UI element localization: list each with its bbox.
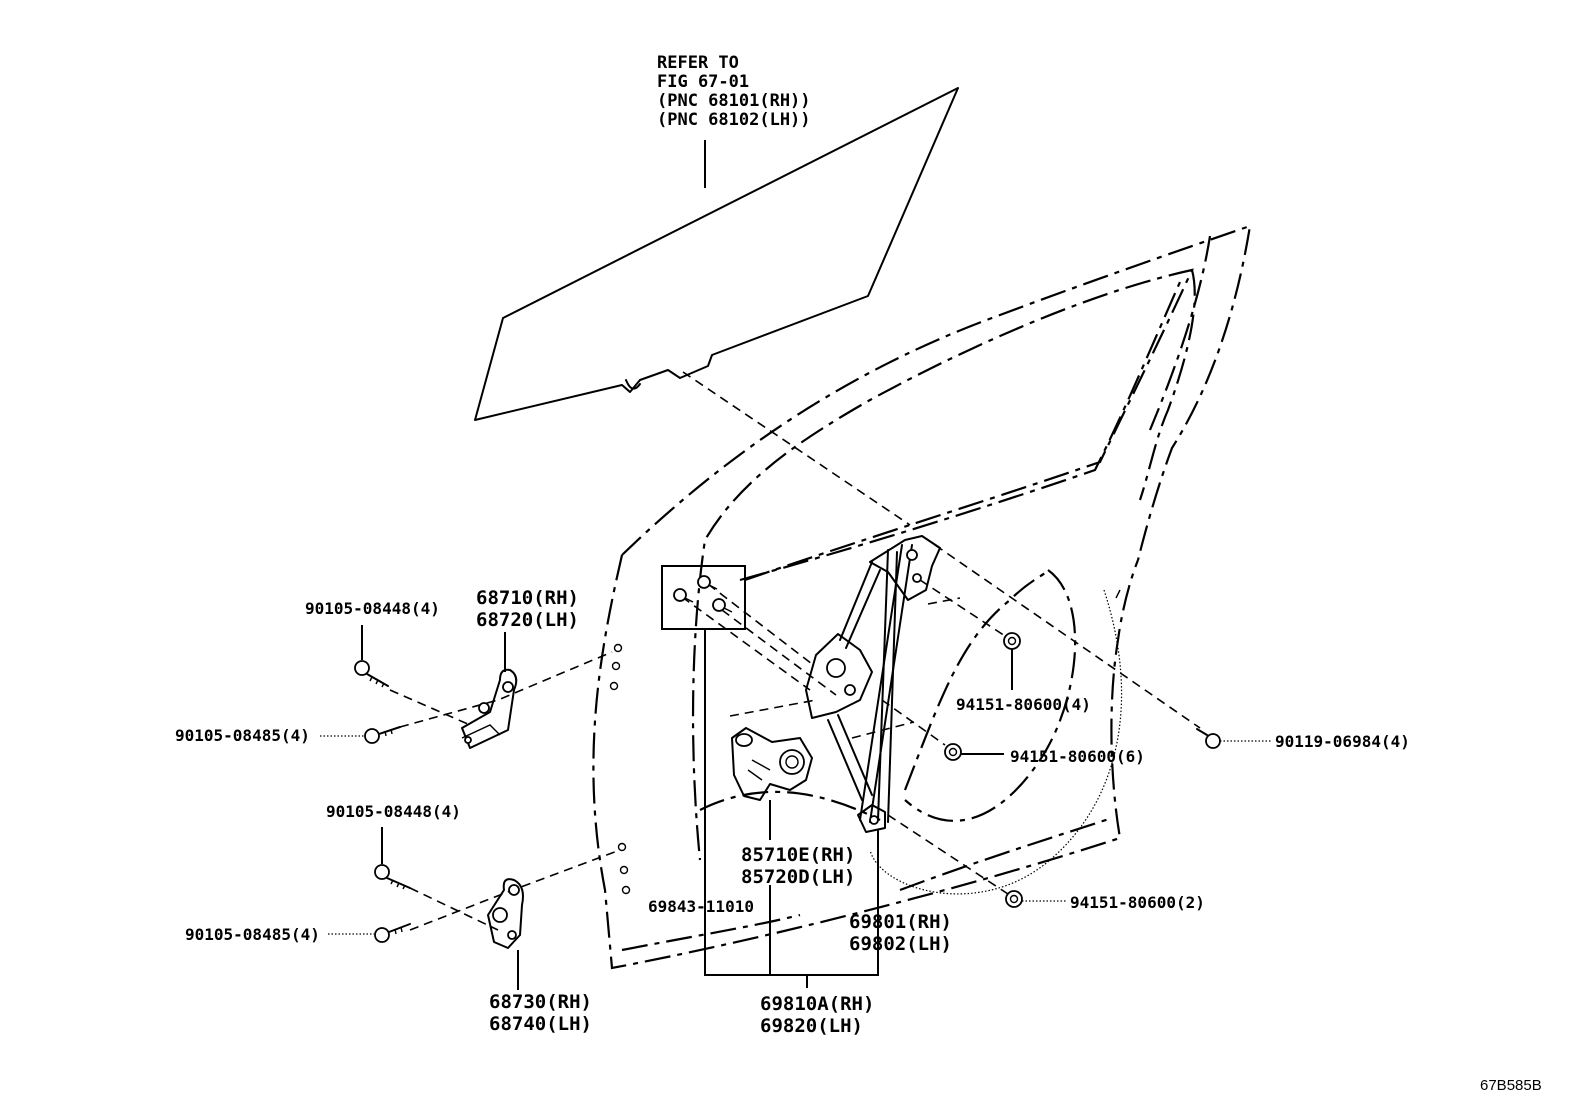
regulator-motor (731, 727, 813, 801)
bolt-icon (374, 864, 411, 890)
door-glass (474, 87, 959, 421)
label-motor-lh: 85720D(LH) (741, 866, 855, 888)
label-screw-set: 69843-11010 (648, 897, 754, 916)
label-bolt-right: 90119-06984(4) (1275, 732, 1410, 751)
label-upper-hinge-rh: 68710(RH) (476, 587, 579, 609)
screw-icon (673, 575, 733, 613)
label-regulator-rh: 69801(RH) (849, 911, 952, 933)
nut-icon (1003, 632, 1021, 650)
label-upper-hinge-lh: 68720(LH) (476, 609, 579, 631)
label-upper-bolt-a: 90105-08448(4) (305, 599, 440, 618)
bolt-icon (1196, 728, 1221, 749)
label-regulator-lh: 69802(LH) (849, 933, 952, 955)
label-lower-hinge-lh: 68740(LH) (489, 1013, 592, 1035)
label-regulator-assy-rh: 69810A(RH) (760, 993, 874, 1015)
window-regulator (805, 535, 941, 833)
label-upper-bolt-b: 90105-08485(4) (175, 726, 310, 745)
refer-note: REFER TO FIG 67-01 (PNC 68101(RH)) (PNC … (657, 53, 811, 130)
label-lower-bolt-a: 90105-08448(4) (326, 802, 461, 821)
label-nut-lower: 94151-80600(2) (1070, 893, 1205, 912)
label-nut-middle: 94151-80600(6) (1010, 747, 1145, 766)
assembly-lines (389, 371, 1201, 931)
upper-hinge (461, 668, 518, 749)
door-holes (609, 643, 631, 895)
label-nut-upper: 94151-80600(4) (956, 695, 1091, 714)
label-motor-rh: 85710E(RH) (741, 844, 855, 866)
refer-note-line: (PNC 68102(LH)) (657, 110, 811, 130)
door-outline (592, 224, 1252, 970)
figure-id: 67B585B (1480, 1077, 1542, 1094)
lower-hinge (487, 878, 524, 949)
label-lower-hinge-rh: 68730(RH) (489, 991, 592, 1013)
refer-note-line: (PNC 68101(RH)) (657, 91, 811, 111)
nut-icon (944, 743, 962, 761)
bolt-icon (374, 923, 411, 943)
leader-lines (320, 140, 1272, 990)
refer-note-line: REFER TO (657, 53, 739, 73)
label-regulator-assy-lh: 69820(LH) (760, 1015, 863, 1037)
refer-note-line: FIG 67-01 (657, 72, 749, 92)
bolt-icon (354, 660, 389, 688)
screw-set-box (661, 565, 746, 630)
nut-icon (1005, 890, 1023, 908)
label-lower-bolt-b: 90105-08485(4) (185, 925, 320, 944)
fasteners (354, 632, 1221, 943)
bolt-icon (364, 726, 401, 744)
